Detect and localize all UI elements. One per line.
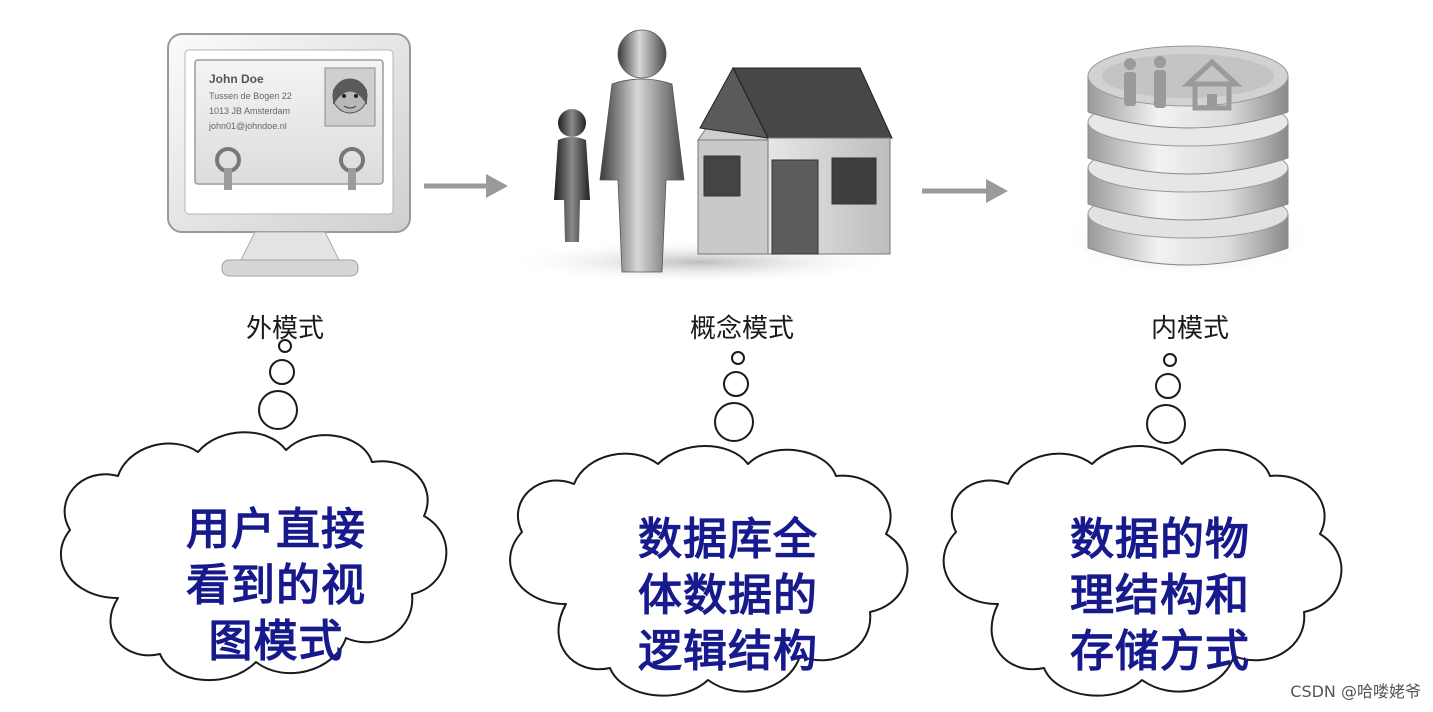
- thought-clouds: [59, 431, 1343, 697]
- card-address-line2: 1013 JB Amsterdam: [209, 106, 290, 116]
- card-email: john01@johndoe.nl: [208, 121, 287, 131]
- cloud-text-external: 用户直接 看到的视 图模式: [186, 502, 366, 670]
- cloud-text-line: 逻辑结构: [638, 626, 818, 677]
- cloud-text-line: 数据库全: [638, 514, 818, 565]
- child-figure-icon: [554, 109, 590, 242]
- label-external-mode: 外模式: [245, 314, 325, 344]
- label-conceptual-mode: 概念模式: [689, 314, 795, 344]
- label-internal-mode: 内模式: [1150, 314, 1230, 344]
- arrow-right-icon: [922, 179, 1008, 203]
- people-and-house-icon: [500, 29, 900, 284]
- cloud-text-line: 理结构和: [1070, 570, 1250, 621]
- watermark: CSDN @哈喽姥爷: [1290, 682, 1421, 701]
- cloud-text-internal: 数据的物 理结构和 存储方式: [1070, 512, 1250, 680]
- house-icon: [697, 66, 893, 255]
- thought-dots: [258, 339, 1186, 444]
- cloud-text-line: 数据的物: [1070, 514, 1250, 565]
- card-name: John Doe: [209, 72, 264, 86]
- cloud-text-line: 体数据的: [638, 570, 818, 621]
- card-address-line1: Tussen de Bogen 22: [209, 91, 292, 101]
- cloud-text-line: 看到的视: [186, 560, 366, 611]
- database-cylinder-icon: [1058, 45, 1318, 278]
- cloud-shape: [509, 445, 909, 697]
- cloud-shape: [942, 445, 1343, 697]
- monitor-contact-card-icon: [167, 33, 411, 277]
- cloud-text-line: 存储方式: [1070, 626, 1250, 677]
- cloud-text-line: 图模式: [208, 616, 344, 667]
- arrow-right-icon: [424, 174, 508, 198]
- cloud-shape: [59, 431, 448, 682]
- adult-figure-icon: [599, 29, 685, 273]
- cloud-text-line: 用户直接: [186, 504, 366, 555]
- cloud-text-conceptual: 数据库全 体数据的 逻辑结构: [638, 512, 818, 680]
